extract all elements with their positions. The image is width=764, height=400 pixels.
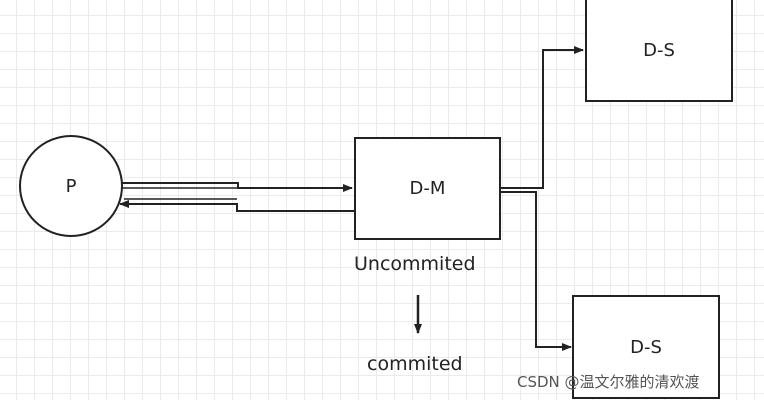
slave-node-bottom: D-S xyxy=(572,295,720,399)
response-arrow xyxy=(119,198,354,212)
producer-node: P xyxy=(19,135,123,237)
slave-top-label: D-S xyxy=(643,39,675,61)
replicate-arrow-top xyxy=(501,46,584,189)
replicate-arrow-bottom xyxy=(501,191,572,351)
producer-label: P xyxy=(65,175,77,197)
watermark: CSDN @温文尔雅的清欢渡 xyxy=(517,373,700,391)
master-node: D-M xyxy=(354,137,501,240)
slave-bottom-label: D-S xyxy=(630,336,662,358)
slave-node-top: D-S xyxy=(585,0,733,102)
uncommitted-label: Uncommited xyxy=(354,253,476,275)
master-label: D-M xyxy=(409,178,446,199)
committed-label: commited xyxy=(367,353,463,375)
request-arrow xyxy=(122,182,353,192)
